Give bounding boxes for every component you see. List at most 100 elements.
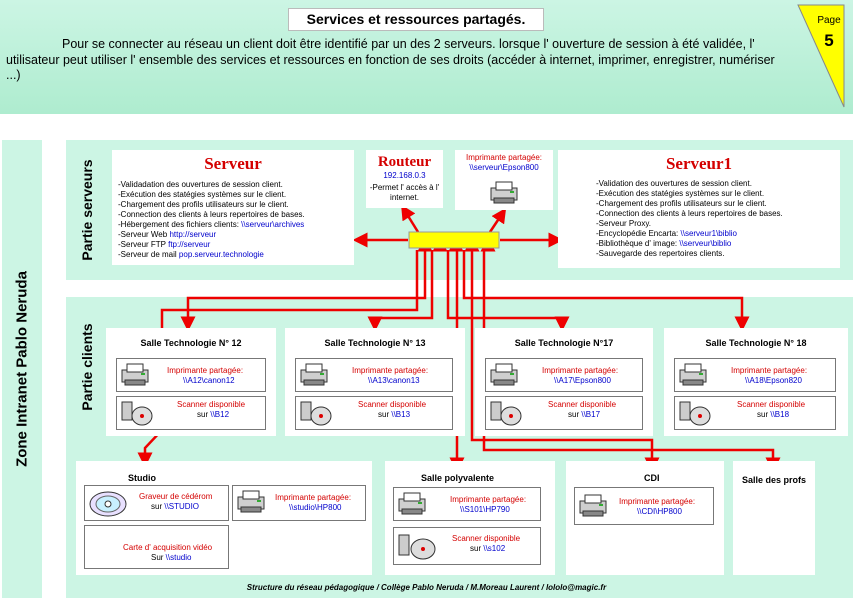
serveur1-box: Serveur1 -Validation des ouvertures de s… xyxy=(558,150,840,268)
scanner-icon xyxy=(121,401,153,426)
hub-icon xyxy=(408,231,500,249)
polyvalente-printer-label: Imprimante partagée: xyxy=(450,495,527,504)
printer-icon xyxy=(579,494,607,517)
studio-burner: Graveur de cédérom sur \\STUDIO xyxy=(84,485,229,521)
room-printer: Imprimante partagée: \\A12\canon12 xyxy=(116,358,266,392)
serveur-web-link[interactable]: http://serveur xyxy=(169,230,217,239)
serveur-line: -Validadation des ouvertures de session … xyxy=(118,180,283,189)
room-scanner: Scanner disponible sur \\B12 xyxy=(116,396,266,430)
room-scanner-label: Scanner disponible xyxy=(177,400,246,409)
serveur-line: -Exécution des statégies systèmes sur le… xyxy=(118,190,287,199)
studio-printer-label: Imprimante partagée: xyxy=(275,493,352,502)
page-label: Page xyxy=(817,15,841,26)
serveur-hosting-path[interactable]: \\serveur\archives xyxy=(241,220,305,229)
printer-icon xyxy=(679,363,707,386)
room-scanner-on: sur xyxy=(757,410,771,419)
printer-icon xyxy=(237,490,265,513)
cdi-printer-label: Imprimante partagée: xyxy=(619,497,696,506)
studio-video-label: Carte d' acquisition vidéo xyxy=(123,543,213,552)
studio-burner-path[interactable]: \\STUDIO xyxy=(164,502,200,511)
room-scanner-label: Scanner disponible xyxy=(737,400,806,409)
room-printer-path[interactable]: \\A13\canon13 xyxy=(368,376,420,385)
routeur-box: Routeur 192.168.0.3 -Permet l' accès à l… xyxy=(366,150,443,208)
serveur-title: Serveur xyxy=(204,154,262,173)
room-printer-label: Imprimante partagée: xyxy=(352,366,429,375)
routeur-title: Routeur xyxy=(377,154,432,170)
serveur1-title: Serveur1 xyxy=(665,154,733,173)
zone-intranet-panel: Zone Intranet Pablo Neruda xyxy=(2,140,42,598)
cdi-printer-path[interactable]: \\CDI\HP800 xyxy=(637,507,682,516)
room-box-17: Salle Technologie N°17 Imprimante partag… xyxy=(475,328,653,436)
polyvalente-box: Salle polyvalente Imprimante partagée: \… xyxy=(385,461,555,575)
room-printer-path[interactable]: \\A18\Epson820 xyxy=(745,376,802,385)
studio-box: Studio Graveur de cédérom sur \\STUDIO I… xyxy=(76,461,372,575)
polyvalente-printer-path[interactable]: \\S101\HP790 xyxy=(460,505,510,514)
room-scanner-path[interactable]: \\B18 xyxy=(770,410,790,419)
printer-icon xyxy=(300,363,328,386)
studio-printer-path[interactable]: \\studio\HP800 xyxy=(289,503,342,512)
room-title: Salle Technologie N° 13 xyxy=(324,338,426,348)
routeur-ip: 192.168.0.3 xyxy=(383,171,426,180)
serveur1-line: -Chargement des profils utilisateurs sur… xyxy=(596,199,767,208)
serveur1-encarta-text: -Encyclopédie Encarta: xyxy=(596,229,681,238)
room-box-12: Salle Technologie N° 12 Imprimante parta… xyxy=(106,328,276,436)
serveur1-encarta-path[interactable]: \\serveur1\biblio xyxy=(680,229,737,238)
serveur1-image-text: -Bibliothèque d' image: xyxy=(596,239,680,248)
serveur1-line: -Validation des ouvertures de session cl… xyxy=(596,179,752,188)
serveur1-image-path[interactable]: \\serveur\biblio xyxy=(679,239,732,248)
room-scanner-path[interactable]: \\B12 xyxy=(210,410,230,419)
serveur-web-text: -Serveur Web xyxy=(118,230,170,239)
serveur-line: -Chargement des profils utilisateurs sur… xyxy=(118,200,289,209)
room-scanner: Scanner disponible sur \\B17 xyxy=(485,396,643,430)
room-printer-path[interactable]: \\A12\canon12 xyxy=(183,376,235,385)
room-scanner-on: sur xyxy=(197,410,211,419)
serveur-box: Serveur -Validadation des ouvertures de … xyxy=(112,150,354,265)
page-number: 5 xyxy=(824,31,833,50)
studio-title: Studio xyxy=(128,473,156,483)
studio-video-path[interactable]: \\studio xyxy=(165,553,192,562)
printer-icon xyxy=(121,363,149,386)
footer-credit: Structure du réseau pédagogique / Collèg… xyxy=(246,583,607,592)
server-printer-box: Imprimante partagée: \\serveur\Epson800 xyxy=(455,150,553,210)
room-scanner-label: Scanner disponible xyxy=(548,400,617,409)
polyvalente-title: Salle polyvalente xyxy=(421,473,495,483)
serveur1-line: -Serveur Proxy. xyxy=(596,219,651,228)
room-printer-label: Imprimante partagée: xyxy=(167,366,244,375)
polyvalente-scanner-path[interactable]: \\s102 xyxy=(483,544,506,553)
room-printer: Imprimante partagée: \\A17\Epson800 xyxy=(485,358,643,392)
routeur-desc: -Permet l' accès à l' internet. xyxy=(369,183,440,202)
server-printer-path[interactable]: \\serveur\Epson800 xyxy=(469,163,539,172)
cdi-printer: Imprimante partagée: \\CDI\HP800 xyxy=(574,487,714,525)
cdi-title: CDI xyxy=(644,473,660,483)
room-scanner-path[interactable]: \\B13 xyxy=(391,410,411,419)
scanner-icon xyxy=(490,401,522,426)
profs-title: Salle des profs xyxy=(741,475,807,485)
room-scanner-on: sur xyxy=(378,410,392,419)
page-badge: Page 5 xyxy=(797,4,845,108)
studio-video-on: Sur xyxy=(151,553,166,562)
room-scanner: Scanner disponible sur \\B13 xyxy=(295,396,453,430)
room-title: Salle Technologie N° 12 xyxy=(140,338,242,348)
polyvalente-scanner: Scanner disponible sur \\s102 xyxy=(393,527,541,565)
studio-printer: Imprimante partagée: \\studio\HP800 xyxy=(232,485,366,521)
polyvalente-scanner-label: Scanner disponible xyxy=(452,534,521,543)
studio-burner-label: Graveur de cédérom xyxy=(139,492,213,501)
room-printer-label: Imprimante partagée: xyxy=(731,366,808,375)
serveur1-backup: -Sauvegarde des repertoires clients. xyxy=(596,249,725,258)
room-printer-label: Imprimante partagée: xyxy=(542,366,619,375)
scanner-icon xyxy=(300,401,332,426)
serveur-ftp-link[interactable]: ftp://serveur xyxy=(168,240,211,249)
serveur-ftp-text: -Serveur FTP xyxy=(118,240,169,249)
serveur-line: -Connection des clients à leurs repertoi… xyxy=(118,210,305,219)
room-title: Salle Technologie N° 18 xyxy=(705,338,807,348)
serveur-mail-text: -Serveur de mail xyxy=(118,250,179,259)
room-printer-path[interactable]: \\A17\Epson800 xyxy=(554,376,611,385)
intro-text: Pour se connecter au réseau un client do… xyxy=(6,37,775,82)
serveur-mail-link[interactable]: pop.serveur.technologie xyxy=(178,250,264,259)
page-title: Services et ressources partagés. xyxy=(288,8,544,31)
cdi-box: CDI Imprimante partagée: \\CDI\HP800 xyxy=(566,461,724,575)
room-scanner-path[interactable]: \\B17 xyxy=(581,410,601,419)
room-printer: Imprimante partagée: \\A13\canon13 xyxy=(295,358,453,392)
polyvalente-printer: Imprimante partagée: \\S101\HP790 xyxy=(393,487,541,521)
